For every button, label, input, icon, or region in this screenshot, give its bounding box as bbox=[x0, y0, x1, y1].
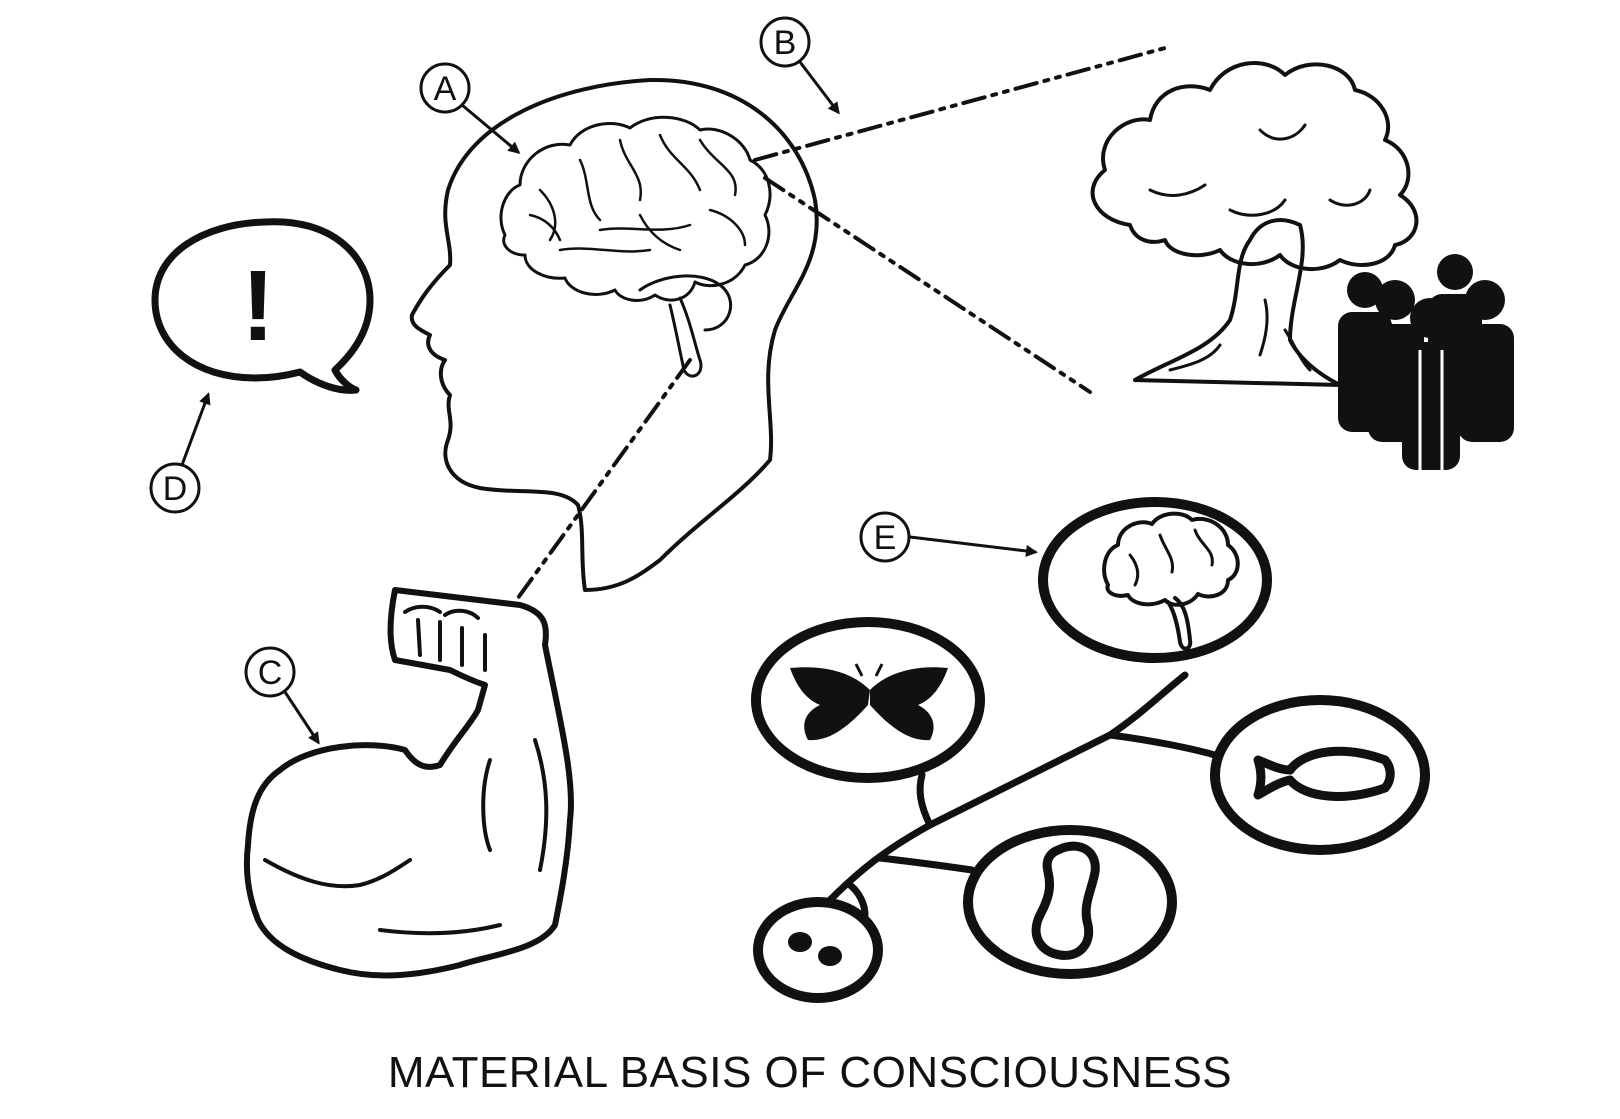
label-c: C bbox=[244, 646, 320, 745]
connection-lines bbox=[513, 46, 1167, 604]
cell-icon bbox=[788, 932, 842, 966]
fish-icon bbox=[1253, 746, 1395, 801]
evolution-tree bbox=[751, 497, 1430, 1003]
label-e-text: E bbox=[874, 519, 897, 557]
speech-bubble-icon: ! bbox=[151, 218, 374, 394]
tree-icon bbox=[1090, 61, 1419, 387]
diagram-title: MATERIAL BASIS OF CONSCIOUSNESS bbox=[387, 1048, 1233, 1097]
worm-icon bbox=[1031, 841, 1100, 960]
label-b-text: B bbox=[774, 24, 797, 62]
label-a-text: A bbox=[434, 70, 457, 108]
label-e: E bbox=[859, 511, 1038, 563]
label-d-text: D bbox=[163, 470, 188, 508]
brain-icon bbox=[499, 115, 772, 378]
people-icon bbox=[1338, 254, 1514, 470]
small-brain-icon bbox=[1102, 511, 1240, 651]
head-icon bbox=[409, 77, 819, 592]
arm-icon bbox=[243, 587, 574, 979]
label-c-text: C bbox=[258, 654, 283, 692]
label-a: A bbox=[419, 62, 521, 154]
label-b: B bbox=[759, 16, 840, 115]
butterfly-icon bbox=[790, 663, 948, 741]
speech-bubble-text: ! bbox=[241, 250, 274, 362]
label-d: D bbox=[149, 392, 211, 514]
